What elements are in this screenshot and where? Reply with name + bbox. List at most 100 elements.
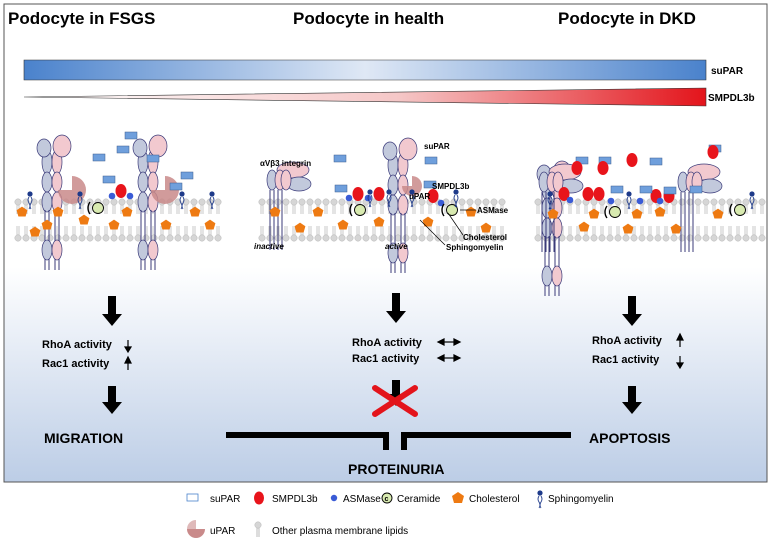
lipid-head (314, 198, 322, 206)
lipid-head (482, 234, 490, 242)
lipid-head (490, 234, 498, 242)
legend-other-lipids: Other plasma membrane lipids (254, 521, 408, 537)
lipid-head (646, 234, 654, 242)
activity-indicators (123, 332, 685, 370)
lipid-head (126, 198, 134, 206)
integrin-domain (137, 239, 149, 261)
down-arrow-shaft (628, 386, 636, 404)
ceramide-icon (92, 202, 104, 214)
sphingomyelin-tail (455, 194, 459, 208)
cholesterol-icon (121, 206, 133, 217)
integrin-active (132, 134, 168, 270)
smpdl3b-icon (352, 187, 364, 201)
cholesterol-icon (189, 206, 201, 217)
smpdl3b-icon (597, 161, 609, 175)
smpdl3b-icon (254, 491, 264, 505)
proteinuria-bracket (226, 432, 571, 450)
cholesterol-icon (578, 221, 590, 232)
other-lipid-icon (254, 521, 262, 537)
lipid-head (46, 234, 54, 242)
lipid-head (142, 234, 150, 242)
ceramide-icon-glyph: c (385, 496, 389, 503)
integrin-domain (552, 171, 564, 193)
lipid-head (614, 234, 622, 242)
integrin-active (382, 137, 418, 273)
lipid-head (118, 234, 126, 242)
integrin-head (36, 138, 52, 158)
legend-supar: suPAR (186, 493, 240, 505)
smpdl3b-icon (707, 145, 719, 159)
lipid-head (190, 234, 198, 242)
supar-icon (639, 185, 653, 194)
lipid-head (166, 234, 174, 242)
lipid-head (426, 234, 434, 242)
integrin-label: αVβ3 integrin (260, 159, 311, 168)
lipid-head (622, 234, 630, 242)
lipid-head (182, 234, 190, 242)
cholesterol-icon (78, 214, 90, 225)
lipid-head (14, 234, 22, 242)
health-rac1: Rac1 activity (352, 353, 420, 365)
integrin-domain (137, 191, 149, 213)
down-arrow-head (622, 314, 642, 326)
cholesterol-icon (654, 206, 666, 217)
down-arrow-head (102, 402, 122, 414)
supar-icon (92, 153, 106, 162)
integrin-bent (266, 161, 312, 250)
cholesterol-icon (29, 226, 41, 237)
lipid-head (654, 234, 662, 242)
ceramide-arrow (604, 205, 608, 219)
lipid-head (678, 198, 686, 206)
smpdl3b-icon (582, 187, 594, 201)
down-arrow-shaft (108, 386, 116, 404)
lipid-head (694, 198, 702, 206)
ceramide-icon (609, 206, 621, 218)
asmase-icon (126, 192, 134, 200)
dkd-outcome: APOPTOSIS (589, 430, 670, 446)
sphingomyelin-tail (79, 196, 83, 210)
lipid-head (14, 198, 22, 206)
legend-smpdl3b: SMPDL3b (254, 491, 318, 505)
lipid-head (566, 234, 574, 242)
cholesterol-icon (337, 219, 349, 230)
legend-ceramide: c Ceramide (381, 492, 441, 505)
smpdl3b-icon (571, 161, 583, 175)
integrin-domain (541, 265, 553, 287)
lipid-head (614, 198, 622, 206)
lipid-head (338, 198, 346, 206)
cholesterol-icon (631, 208, 643, 219)
ceramide-arrow (87, 201, 91, 215)
asmase-icon (656, 197, 664, 205)
integrin-domain (397, 194, 409, 216)
legend-ceramide-label: Ceramide (397, 494, 441, 505)
supar-icon (186, 493, 199, 502)
lipid-head (306, 234, 314, 242)
lipid-head (190, 198, 198, 206)
smpdl3b-icon (558, 187, 570, 201)
cholesterol-icon (294, 222, 306, 233)
lipid-head (378, 234, 386, 242)
cholesterol-icon (108, 219, 120, 230)
lipid-head (330, 234, 338, 242)
lipid-head (686, 198, 694, 206)
legend-asmase: ASMase (330, 494, 381, 505)
cholesterol-icon (204, 219, 216, 230)
asmase-icon (636, 197, 644, 205)
membrane-dkd (534, 198, 766, 242)
fsgs-title: Podocyte in FSGS (8, 9, 155, 28)
cholesterol-icon (269, 206, 281, 217)
lipid-head (574, 234, 582, 242)
inactive-label: inactive (254, 242, 284, 251)
lipid-head (298, 234, 306, 242)
asmase-icon (345, 194, 353, 202)
sphingomyelin-icon (77, 191, 83, 197)
sphingomyelin-icon (27, 191, 33, 197)
sphingomyelin-tail (388, 194, 392, 208)
lipid-head (726, 234, 734, 242)
lipid-head (622, 198, 630, 206)
lipid-head (314, 234, 322, 242)
sphingomyelin-icon (367, 189, 373, 195)
blocked-cross (372, 385, 418, 417)
lipid-head (322, 234, 330, 242)
